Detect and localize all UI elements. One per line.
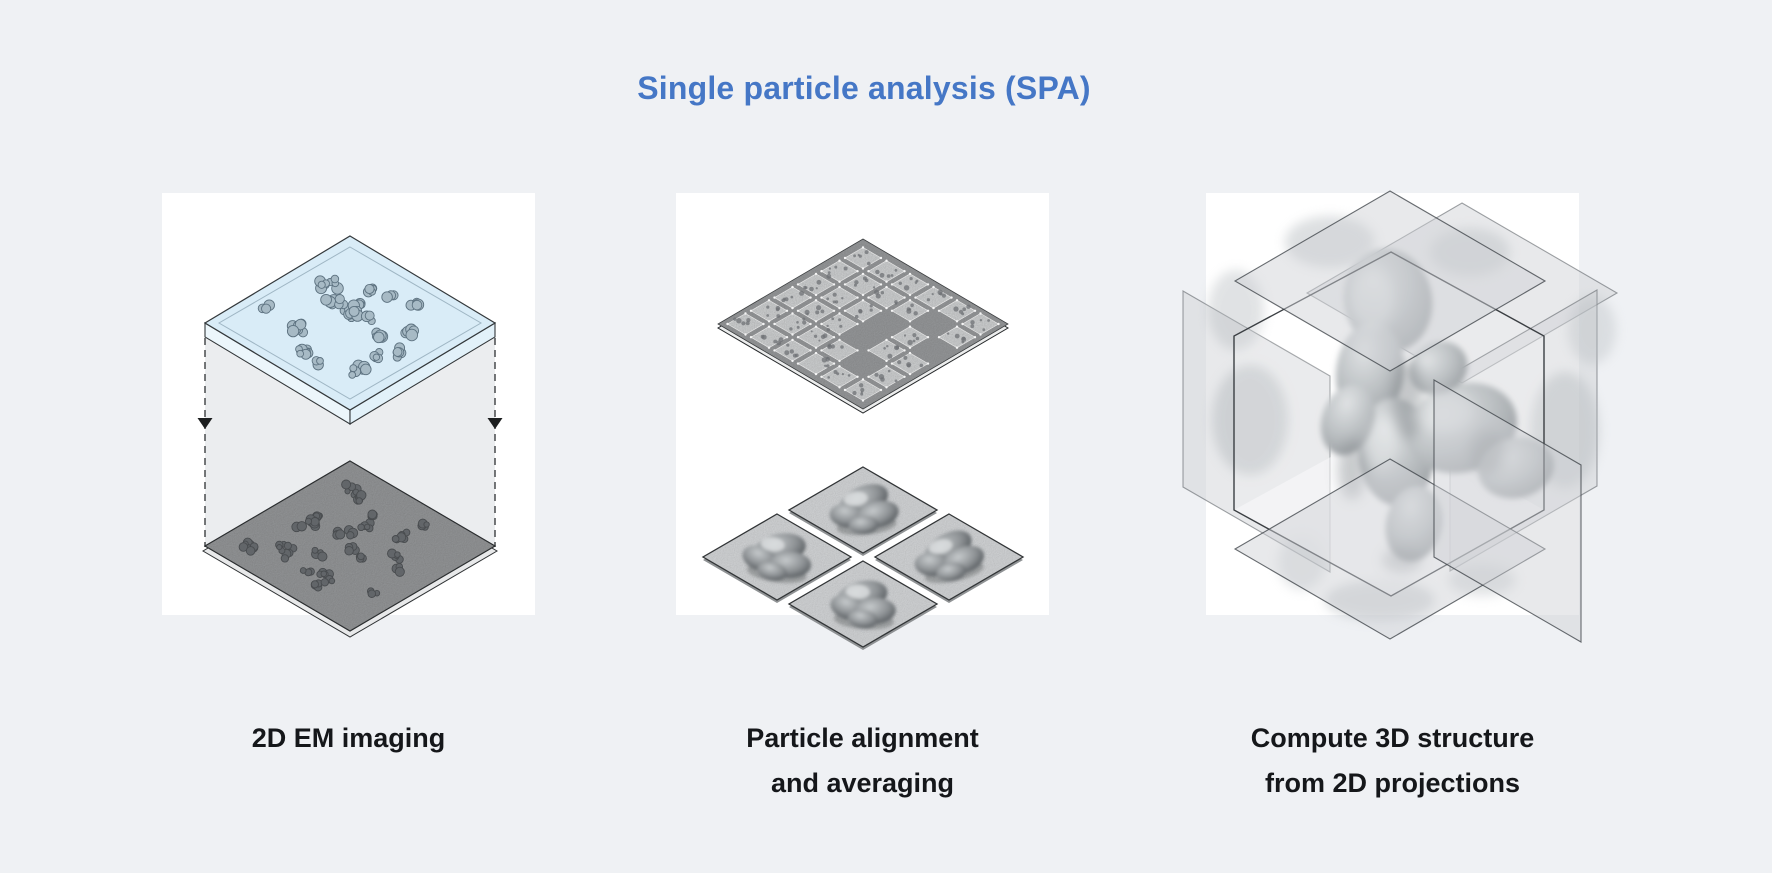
caption-em-imaging: 2D EM imaging (251, 723, 446, 753)
alignment-illustration (701, 238, 1025, 650)
reconstruction-illustration (1182, 190, 1619, 643)
em-imaging-illustration (197, 235, 503, 638)
page-title: Single particle analysis (SPA) (637, 70, 1091, 106)
caption-reconstruction: Compute 3D structure from 2D projections (1250, 723, 1535, 798)
caption-alignment: Particle alignment and averaging (746, 723, 979, 798)
